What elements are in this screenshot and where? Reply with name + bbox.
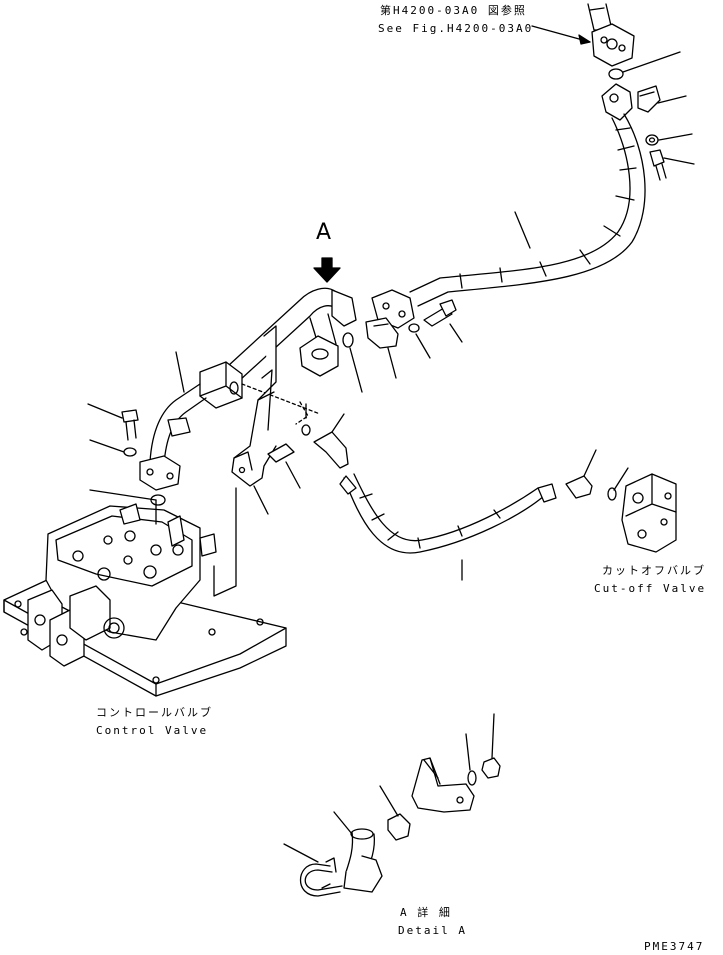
view-a-arrow xyxy=(314,258,340,282)
drawing-number: PME3747 xyxy=(644,940,705,953)
control-valve-label-en: Control Valve xyxy=(96,724,209,737)
cutoff-hose-assembly xyxy=(314,414,676,580)
detail-a-label-en: Detail A xyxy=(398,924,467,937)
reference-label-jp: 第H4200-03A0 図参照 xyxy=(380,4,527,17)
hose-flange-connection xyxy=(366,290,462,378)
view-marker-label: A xyxy=(316,220,332,245)
steel-tube-assembly xyxy=(88,288,362,514)
control-valve-label-jp: コントロールバルブ xyxy=(96,706,213,719)
reference-label-en: See Fig.H4200-03A0 xyxy=(378,22,534,35)
detail-a-label-jp: A 詳 細 xyxy=(400,906,452,919)
control-valve-assembly xyxy=(4,488,286,696)
upper-hose-assembly xyxy=(410,4,694,306)
cutoff-valve-label-en: Cut-off Valve xyxy=(594,582,707,595)
cutoff-valve-label-jp: カットオフバルブ xyxy=(602,564,706,577)
detail-a-assembly xyxy=(284,714,500,896)
